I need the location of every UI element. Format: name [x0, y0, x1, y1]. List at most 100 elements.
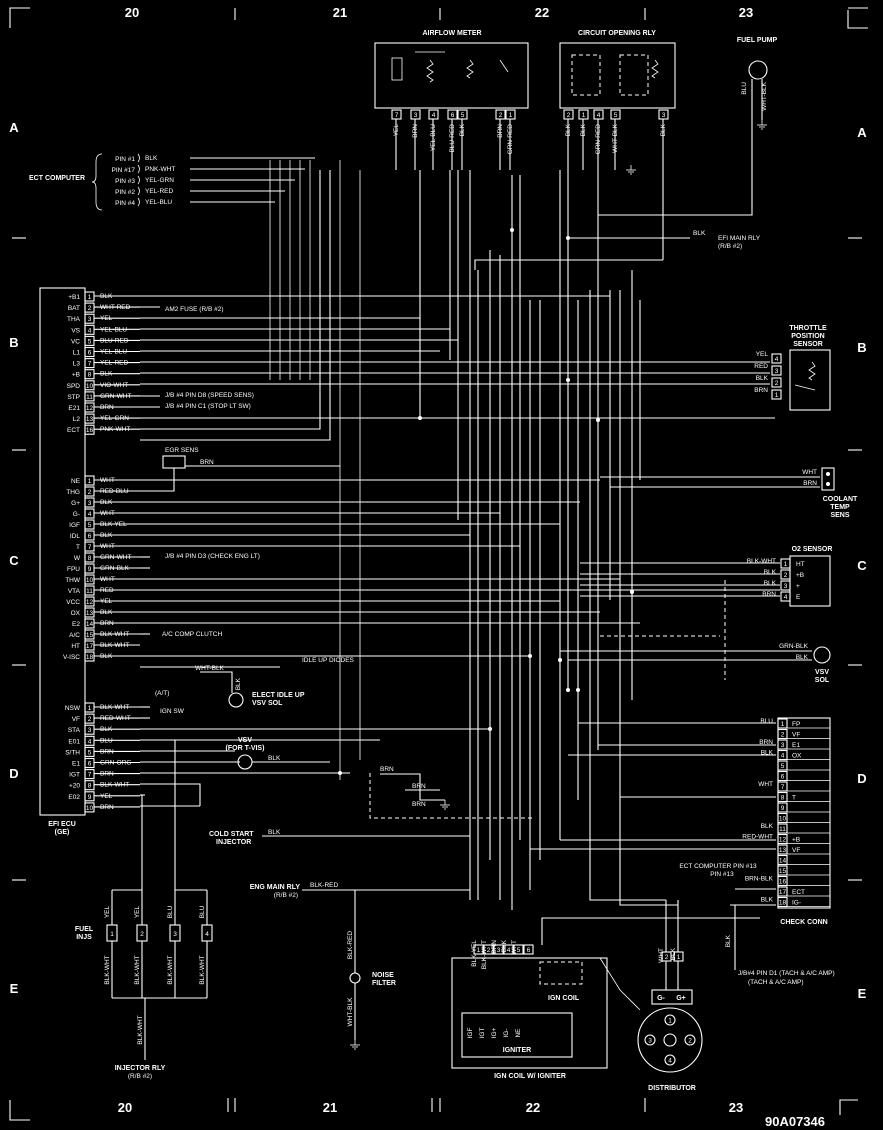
ecu-terminal-name: ECT — [67, 427, 80, 434]
distributor-connector — [651, 989, 693, 1005]
injector-wire-label: BLU — [199, 905, 206, 918]
igniter-terminal: NE — [515, 1028, 522, 1038]
check-conn-label: CHECK CONN — [780, 919, 827, 926]
distributor-rotor — [663, 1033, 677, 1047]
ground-symbol — [350, 1040, 360, 1050]
pin-number: 4 — [432, 112, 436, 119]
tvis-vsv-label: VSV — [238, 737, 252, 744]
o2-pin — [780, 591, 791, 602]
junction-block-label: J/B #4 PIN D8 (SPEED SENS) — [165, 392, 254, 399]
ecu-wire-label: GRN-WHT — [100, 393, 131, 400]
junction-dot — [488, 727, 492, 731]
ecu-pin — [84, 780, 95, 791]
pin-number: 10 — [86, 805, 94, 812]
wire-label: BLK-WHT — [137, 1015, 144, 1044]
distributor-wire-label: BLK — [670, 947, 677, 960]
injector-number: 4 — [205, 931, 209, 938]
ecu-terminal-name: +B — [72, 372, 80, 379]
noise-filter-label: NOISE — [372, 972, 394, 979]
resistor-symbol — [651, 59, 659, 79]
pin-number: 7 — [395, 112, 399, 119]
ecu-pin — [84, 702, 95, 713]
eng-main-rly-label: ENG MAIN RLY — [250, 884, 301, 891]
ect-wire-label: YEL-GRN — [145, 177, 174, 184]
coolant-sensor-label: COOLANT — [823, 496, 858, 503]
distributor-link — [599, 957, 641, 1011]
ecu-pin — [84, 302, 95, 313]
ecu-pin — [84, 552, 95, 563]
o2-pin — [780, 580, 791, 591]
check-conn-pin — [777, 844, 788, 855]
ect-pin13-label: ECT COMPUTER PIN #13 — [679, 863, 757, 870]
ecu-wire-label: GRN-ORG — [100, 760, 131, 767]
ecu-wire-label: BRN — [100, 771, 114, 778]
pin-number: 5 — [517, 947, 521, 954]
injector-wire-label: BLK-WHT — [199, 955, 206, 984]
pin-number: 4 — [781, 753, 785, 760]
fuel-injs-label: FUEL — [75, 926, 94, 933]
corner-mark — [839, 1099, 858, 1115]
ecu-wire-label: BRN — [100, 748, 114, 755]
row-label: A — [857, 125, 867, 140]
injector-rly-label: INJECTOR RLY — [115, 1065, 166, 1072]
ecu-terminal-name: NSW — [65, 705, 81, 712]
check-conn-wire-label: BRN — [759, 739, 773, 746]
pin-number: 5 — [88, 749, 92, 756]
wire-label: BRN — [200, 459, 214, 466]
pin-number: 4 — [88, 738, 92, 745]
ecu-terminal-name: VC — [71, 338, 80, 345]
igniter-pin — [493, 944, 504, 955]
pin-number: 12 — [779, 837, 787, 844]
ecu-pin — [84, 574, 95, 585]
ecu-terminal-name: E21 — [68, 405, 80, 412]
eng-main-rly-sub-label: (R/B #2) — [274, 892, 298, 899]
circuit-opening-relay-box — [559, 42, 676, 109]
ecu-pin — [84, 424, 95, 435]
pin-number: 15 — [86, 632, 94, 639]
ecu-pin — [84, 629, 95, 640]
wire — [474, 259, 663, 270]
ecu-terminal-name: VCC — [66, 599, 80, 606]
ecu-pin — [84, 802, 95, 813]
pin-number: 17 — [86, 643, 94, 650]
airflow-meter-pin — [428, 109, 439, 120]
junction-dot — [338, 771, 342, 775]
igniter-pin — [503, 944, 514, 955]
ecu-wire-label: YEL — [100, 598, 113, 605]
injector-wire-label: BLU — [167, 905, 174, 918]
check-conn-pin — [777, 854, 788, 866]
airflow-meter-wire-label: BLU-RED — [449, 124, 456, 153]
pin-number: 11 — [86, 588, 93, 595]
ecu-terminal-name: L3 — [73, 361, 81, 368]
coolant-wire-label: BRN — [803, 480, 817, 487]
pin-number: 5 — [781, 763, 785, 770]
row-label: D — [9, 766, 18, 781]
airflow-meter-wire-label: YEL-BLU — [430, 124, 437, 151]
diagram-reference: 90A07346 — [765, 1114, 825, 1129]
distributor-terminal — [664, 1054, 676, 1066]
column-label: 20 — [118, 1100, 132, 1115]
ect-pin-label: PIN #3 — [115, 178, 135, 185]
check-conn-wire-label: WHT — [758, 781, 773, 788]
ect-pin13-label: PIN #13 — [710, 871, 734, 878]
distributor-terminal-number: 3 — [648, 1038, 652, 1045]
ecu-wire-label: YEL-RED — [100, 360, 128, 367]
pin-number: 4 — [88, 327, 92, 334]
corner-mark — [847, 10, 868, 29]
ecu-wire-label: BLK — [100, 293, 113, 300]
airflow-meter-label: AIRFLOW METER — [422, 30, 481, 37]
ecu-wire-label: BRN — [100, 804, 114, 811]
ect-brace — [91, 153, 103, 211]
ecu-pin — [84, 486, 95, 497]
wire-label: BLK — [268, 755, 281, 762]
egr-sens-connector — [162, 455, 186, 469]
ecu-wire-label: WHT-RED — [100, 304, 131, 311]
column-label: 22 — [535, 5, 549, 20]
ecu-wire-label: BLK-WHT — [100, 782, 129, 789]
pin-number: 4 — [775, 356, 779, 363]
connector-mark — [137, 153, 140, 163]
pin-number: 4 — [597, 112, 601, 119]
injector-box — [106, 924, 118, 942]
airflow-meter-pin — [495, 109, 506, 120]
